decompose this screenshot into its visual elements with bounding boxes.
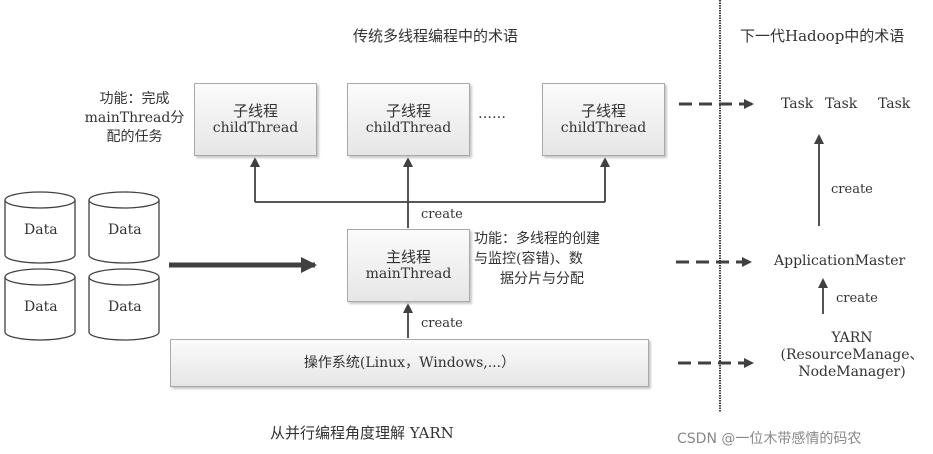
- yarn-line: YARN: [831, 330, 873, 346]
- os-label: 操作系统(Linux，Windows,...）: [303, 354, 516, 371]
- child-thread-box-3: 子线程 childThread: [542, 83, 665, 156]
- hadoop-title: 下一代Hadoop中的术语: [740, 27, 905, 45]
- yarn-label: YARN (ResourceManage、 NodeManager): [772, 330, 932, 381]
- child-function-note: 功能：完成 mainThread分 配的任务: [82, 90, 187, 147]
- child-thread-en-label: childThread: [560, 119, 647, 136]
- os-box: 操作系统(Linux，Windows,...）: [170, 339, 649, 387]
- create-label-am-task: create: [831, 182, 873, 197]
- data-cylinder-3: [4, 268, 76, 341]
- data-cylinder-2: [88, 191, 160, 264]
- note-line: 功能：完成: [99, 91, 170, 107]
- main-thread-cn-label: 主线程: [385, 247, 431, 266]
- data-cylinder-1: [4, 191, 76, 264]
- main-thread-en-label: mainThread: [365, 265, 452, 282]
- child-thread-cn-label: 子线程: [385, 101, 431, 120]
- main-function-note: 功能：多线程的创建 与监控(容错)、数 据分片与分配: [474, 229, 642, 289]
- create-label-children: create: [421, 207, 463, 222]
- task-label-2: Task: [825, 96, 858, 112]
- task-label-1: Task: [781, 96, 814, 112]
- more-children-ellipsis: ……: [478, 106, 506, 122]
- data-label: Data: [24, 222, 58, 238]
- note-line: 功能：多线程的创建: [474, 231, 600, 247]
- create-label-yarn-am: create: [836, 291, 878, 306]
- yarn-line: NodeManager): [798, 364, 906, 380]
- csdn-watermark: CSDN @一位木带感情的码农: [677, 431, 862, 447]
- data-label: Data: [108, 222, 142, 238]
- create-label-main: create: [421, 316, 463, 331]
- diagram-caption: 从并行编程角度理解 YARN: [270, 424, 454, 442]
- child-thread-cn-label: 子线程: [580, 101, 626, 120]
- traditional-title: 传统多线程编程中的术语: [353, 27, 519, 45]
- application-master-label: ApplicationMaster: [774, 253, 906, 269]
- yarn-line: (ResourceManage、: [780, 347, 924, 363]
- child-thread-cn-label: 子线程: [232, 101, 278, 120]
- data-label: Data: [108, 299, 142, 315]
- task-label-3: Task: [878, 96, 911, 112]
- main-thread-box: 主线程 mainThread: [347, 229, 470, 302]
- note-line: 与监控(容错)、数: [474, 251, 583, 267]
- note-line: mainThread分: [84, 110, 185, 126]
- child-thread-en-label: childThread: [365, 119, 452, 136]
- note-line: 据分片与分配: [500, 271, 584, 287]
- data-cylinder-4: [88, 268, 160, 341]
- data-label: Data: [24, 299, 58, 315]
- child-thread-en-label: childThread: [212, 119, 299, 136]
- note-line: 配的任务: [106, 129, 163, 145]
- child-thread-box-1: 子线程 childThread: [194, 83, 317, 156]
- child-thread-box-2: 子线程 childThread: [347, 83, 470, 156]
